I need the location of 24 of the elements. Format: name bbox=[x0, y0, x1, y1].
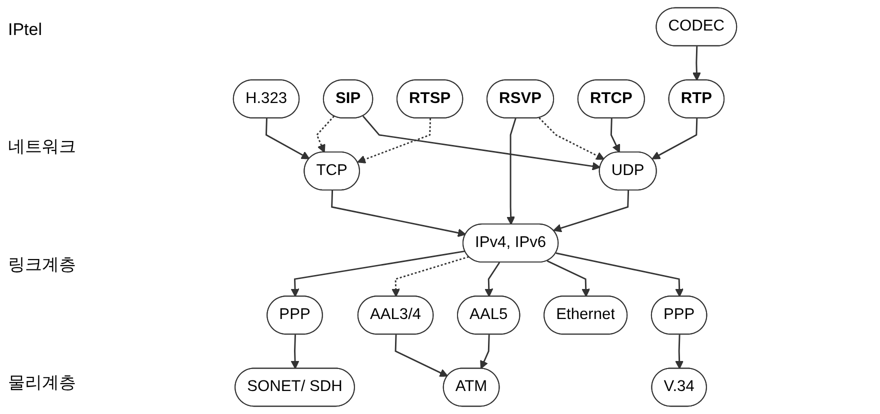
arrow bbox=[357, 118, 432, 164]
arrow bbox=[362, 116, 601, 170]
arrow bbox=[556, 252, 684, 297]
arrow bbox=[692, 46, 701, 81]
layer-label: 네트워크 bbox=[8, 136, 77, 158]
arrow bbox=[675, 334, 684, 370]
arrow bbox=[316, 116, 335, 153]
arrow bbox=[538, 117, 605, 160]
arrow bbox=[553, 190, 630, 232]
layer-label: 링크계층 bbox=[8, 254, 77, 276]
arrow bbox=[610, 118, 620, 153]
arrow bbox=[480, 334, 490, 370]
arrow bbox=[290, 250, 466, 297]
layer-label: IPtel bbox=[8, 20, 44, 40]
arrow bbox=[546, 260, 590, 297]
layer-label: 물리계층 bbox=[8, 372, 77, 394]
arrow bbox=[331, 190, 466, 238]
arrow bbox=[506, 118, 516, 225]
arrow bbox=[392, 256, 470, 297]
arrow bbox=[484, 262, 500, 297]
arrow bbox=[266, 118, 310, 160]
arrow bbox=[394, 334, 448, 377]
arrow bbox=[652, 118, 698, 160]
arrow bbox=[290, 334, 300, 370]
